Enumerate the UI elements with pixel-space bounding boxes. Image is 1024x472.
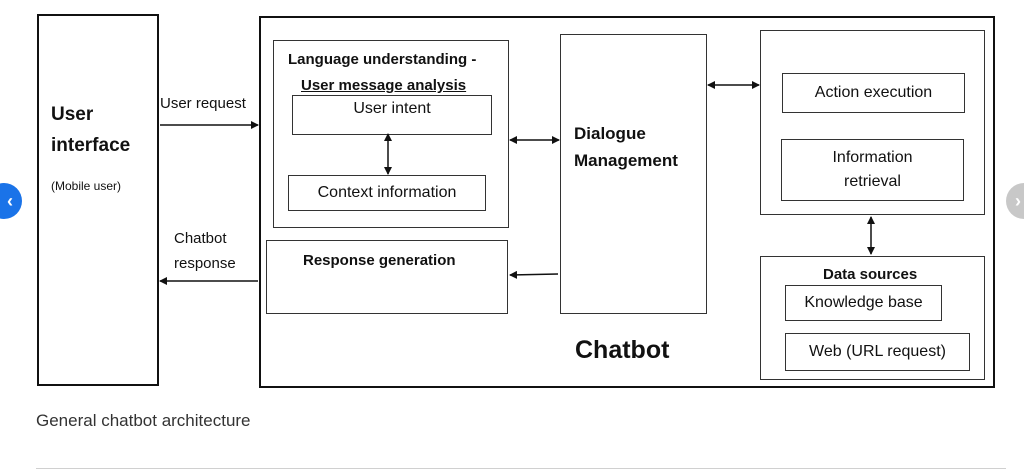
data-sources-title: Data sources <box>823 266 918 283</box>
user-interface-title-line2: interface <box>51 135 131 156</box>
user-request-label: User request <box>160 95 246 112</box>
chatbot-label: Chatbot <box>575 336 670 364</box>
response-generation-box: Response generation <box>266 240 508 314</box>
language-understanding-title-line2: User message analysis <box>301 77 467 94</box>
action-execution-box: Action execution <box>782 73 965 113</box>
dialogue-management-box: Dialogue Management <box>560 34 707 314</box>
web-url-request-box: Web (URL request) <box>785 333 970 371</box>
carousel-next-button[interactable]: › <box>1006 183 1024 219</box>
context-information-box: Context information <box>288 175 486 211</box>
user-intent-box: User intent <box>292 95 492 135</box>
dialogue-management-line1: Dialogue <box>574 124 646 143</box>
action-execution-label: Action execution <box>814 84 933 101</box>
web-url-request-label: Web (URL request) <box>809 343 946 360</box>
response-generation-label: Response generation <box>303 252 456 269</box>
carousel-prev-button[interactable]: ‹ <box>0 183 22 219</box>
chatbot-response-label-line2: response <box>174 255 236 272</box>
user-interface-box: User interface (Mobile user) <box>37 14 159 386</box>
context-information-label: Context information <box>317 184 457 201</box>
figure-caption: General chatbot architecture <box>36 411 251 430</box>
information-retrieval-box: Information retrieval <box>781 139 964 201</box>
chatbot-architecture-diagram: User interface (Mobile user) User reques… <box>37 14 995 388</box>
information-retrieval-label-line2: retrieval <box>844 173 901 190</box>
knowledge-base-box: Knowledge base <box>785 285 942 321</box>
user-interface-subtitle: (Mobile user) <box>51 179 122 193</box>
user-intent-label: User intent <box>353 100 431 117</box>
actions-box: Action execution Information retrieval <box>760 30 985 215</box>
language-understanding-title-line1: Language understanding - <box>288 51 477 68</box>
chevron-left-icon: ‹ <box>7 190 13 211</box>
bottom-divider <box>36 468 1006 469</box>
information-retrieval-label-line1: Information <box>832 149 913 166</box>
chevron-right-icon: › <box>1015 190 1021 211</box>
dialogue-management-line2: Management <box>574 151 678 170</box>
data-sources-box: Data sources Knowledge base Web (URL req… <box>760 256 985 380</box>
dialogue-response-arrow <box>509 270 559 279</box>
user-interface-title-line1: User <box>51 104 94 125</box>
knowledge-base-label: Knowledge base <box>804 294 923 311</box>
chatbot-response-label-line1: Chatbot <box>174 230 227 247</box>
diagram-arrows <box>159 81 875 285</box>
